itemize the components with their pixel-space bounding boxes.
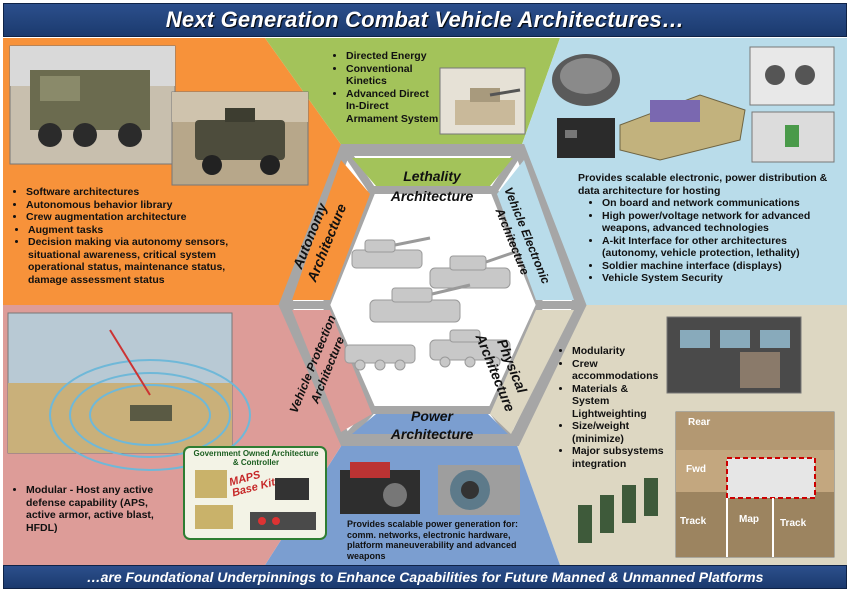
- physical-bullet: Materials & System Lightweighting: [572, 383, 668, 421]
- autonomous-humvee-photo: [171, 91, 309, 186]
- crew-seats-photo: [567, 470, 662, 555]
- physical-bullet: Size/weight (minimize): [572, 420, 668, 445]
- vehicle-electronic-bullet: Vehicle System Security: [602, 272, 840, 285]
- lethality-bullet: Directed Energy: [346, 50, 439, 63]
- vehicle-electronic-bullet: On board and network communications: [602, 197, 840, 210]
- autonomy-sub-bullet: Augment tasks: [28, 224, 264, 237]
- terrain-view-photo: Rear Fwd Map Track Track: [675, 411, 835, 558]
- center-vehicles-image: [344, 236, 516, 371]
- lethality-bullet: Advanced Direct In-Direct Armament Syste…: [346, 88, 439, 126]
- vehicle-electronic-bullet: High power/voltage network for advanced …: [602, 210, 840, 235]
- fwd-label: Fwd: [686, 464, 706, 475]
- title-bar: Next Generation Combat Vehicle Architect…: [3, 3, 847, 37]
- vehicle-protection-bullet: Modular - Host any active defense capabi…: [26, 484, 179, 534]
- autonomy-bullet: Software architectures: [26, 186, 264, 199]
- autonomy-bullet: Crew augmentation architecture: [26, 211, 264, 224]
- electronics-hardware-photos: [552, 46, 835, 163]
- power-label: Power: [411, 408, 455, 424]
- physical-bullet: Major subsystems integration: [572, 445, 668, 470]
- maps-base-kit-photo: [183, 446, 327, 540]
- crew-station-photo: [666, 316, 802, 394]
- power-generation-photos: [340, 462, 520, 515]
- vehicle-protection-bullets: Modular - Host any active defense capabi…: [14, 484, 179, 534]
- rear-label: Rear: [688, 417, 710, 428]
- vehicle-electronic-text: Provides scalable electronic, power dist…: [578, 172, 840, 285]
- vehicle-electronic-intro: Provides scalable electronic, power dist…: [578, 172, 828, 197]
- map-label: Map: [739, 514, 759, 525]
- footer-tagline: …are Foundational Underpinnings to Enhan…: [86, 569, 764, 585]
- page-title: Next Generation Combat Vehicle Architect…: [165, 7, 685, 32]
- directed-energy-photo: [439, 67, 526, 135]
- autonomy-bullet: Autonomous behavior library: [26, 199, 264, 212]
- autonomy-bullets: Software architectures Autonomous behavi…: [14, 186, 264, 286]
- physical-bullets: Modularity Crew accommodations Materials…: [560, 345, 668, 470]
- power-intro: Provides scalable power generation for: …: [347, 519, 519, 561]
- lethality-label: Lethality: [403, 168, 462, 184]
- footer-bar: …are Foundational Underpinnings to Enhan…: [3, 565, 847, 589]
- power-label-2: Architecture: [390, 426, 474, 442]
- autonomy-sub-bullet: Decision making via autonomy sensors, si…: [28, 236, 264, 286]
- lethality-bullets: Directed Energy Conventional Kinetics Ad…: [334, 50, 439, 125]
- kit-caption: Government Owned Architecture & Controll…: [193, 449, 319, 467]
- autonomous-truck-photo: [9, 45, 176, 165]
- physical-bullet: Modularity: [572, 345, 668, 358]
- track-left-label: Track: [680, 516, 707, 527]
- lethality-label-2: Architecture: [390, 188, 474, 204]
- vehicle-electronic-bullet: A-kit Interface for other architectures …: [602, 235, 840, 260]
- lethality-bullet: Conventional Kinetics: [346, 63, 439, 88]
- active-protection-photo: [7, 312, 251, 471]
- track-right-label: Track: [780, 518, 807, 529]
- physical-bullet: Crew accommodations: [572, 358, 668, 383]
- vehicle-electronic-bullet: Soldier machine interface (displays): [602, 260, 840, 273]
